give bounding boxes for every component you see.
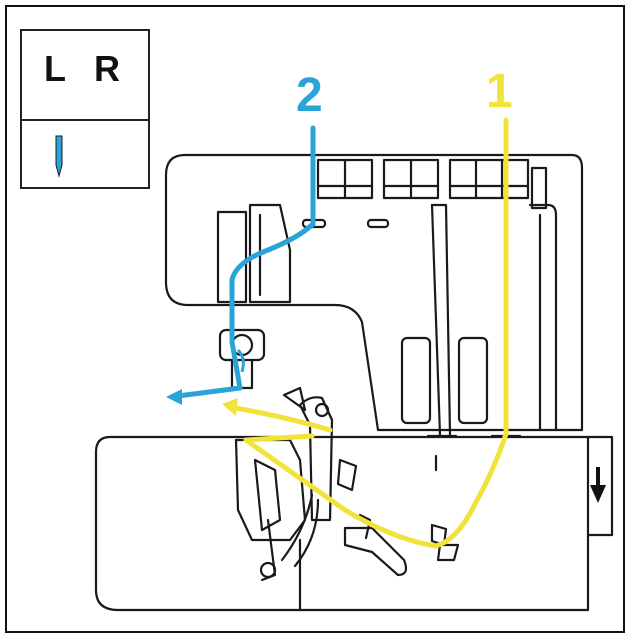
thread-1-path: [233, 117, 509, 549]
presser-foot-assembly: [234, 386, 460, 582]
thread-2-path: [175, 125, 316, 399]
thread-1-number: 1: [486, 65, 513, 118]
arrow-down-icon: [590, 467, 606, 503]
front-panel: [400, 203, 558, 438]
legend-left-label: L: [44, 48, 66, 89]
thread-2-arrowhead: [166, 389, 182, 405]
guide-slots: [301, 218, 390, 229]
needle-head: [216, 203, 292, 390]
legend-divider: [22, 119, 148, 121]
legend-right-label: R: [94, 48, 120, 89]
needle-icon: [55, 135, 63, 178]
thread-1-arrowhead: [222, 398, 238, 416]
thread-2-needle-eye: [236, 348, 245, 373]
legend-box: L R: [20, 29, 150, 189]
machine-lower-bed: [94, 435, 590, 612]
machine-upper-body: [164, 153, 584, 432]
thread-guides: [316, 158, 548, 210]
thread-2-number: 2: [296, 69, 323, 122]
